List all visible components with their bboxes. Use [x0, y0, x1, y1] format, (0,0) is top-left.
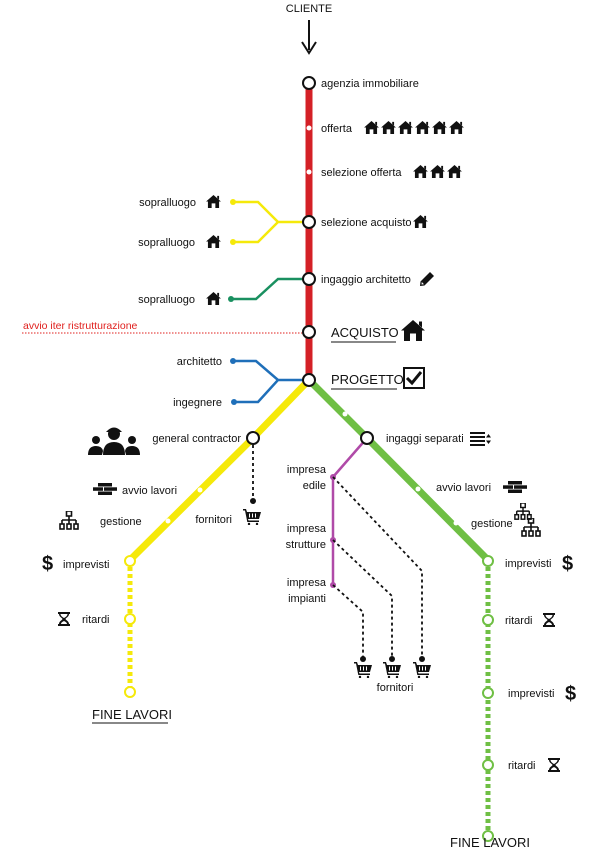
bricks-icon [503, 481, 527, 493]
people-icon [88, 427, 140, 455]
house-icon [364, 121, 464, 134]
label-general-contractor: general contractor [152, 433, 241, 445]
label-fornitori: fornitori [377, 682, 414, 694]
purple-companies-line [331, 437, 368, 585]
label-progetto: PROGETTO [331, 372, 404, 387]
label-gestione: gestione [471, 518, 513, 530]
station-ingaggi-separati[interactable] [360, 431, 374, 445]
label-avvio-lavori: avvio lavori [436, 482, 491, 494]
label-fine-lavori: FINE LAVORI [450, 835, 530, 850]
org-chart-icon [521, 518, 541, 537]
label-agenzia: agenzia immobiliare [321, 78, 419, 90]
label-ingaggi-separati: ingaggi separati [386, 433, 464, 445]
label-impresa-edile: impresa [287, 464, 327, 476]
label-imprevisti: imprevisti [505, 558, 551, 570]
dollar-icon: $ [562, 553, 573, 575]
label-acquisto: ACQUISTO [331, 325, 399, 340]
dollar-icon: $ [42, 553, 53, 575]
hourglass-icon [543, 613, 555, 627]
label-gestione: gestione [100, 516, 142, 528]
org-chart-icon [514, 503, 532, 520]
label-sopralluogo: sopralluogo [138, 294, 195, 306]
checkbox-icon [403, 367, 425, 389]
hourglass-icon [58, 612, 70, 626]
label-imprevisti: imprevisti [508, 688, 554, 700]
label-architetto: architetto [177, 356, 222, 368]
label-impresa-strutture: strutture [286, 539, 326, 551]
label-sopralluogo: sopralluogo [139, 197, 196, 209]
bricks-icon [93, 483, 117, 495]
cart-icon [243, 509, 261, 525]
supplier-dotted-lines [252, 445, 423, 658]
house-icon [206, 195, 221, 208]
teal-sopralluogo-branch [231, 277, 309, 301]
house-icon [206, 235, 221, 248]
green-end-station[interactable] [482, 830, 494, 842]
stop-selezione-offerta[interactable] [306, 169, 312, 175]
station-selezione-acquisto[interactable] [302, 215, 316, 229]
stop-offerta[interactable] [306, 125, 312, 131]
label-fine-lavori: FINE LAVORI [92, 707, 172, 722]
label-ritardi: ritardi [508, 760, 536, 772]
label-selezione-acquisto: selezione acquisto [321, 217, 412, 229]
label-ingegnere: ingegnere [173, 397, 222, 409]
label-imprevisti: imprevisti [63, 559, 109, 571]
milestone-label: avvio iter ristrutturazione [23, 320, 138, 332]
label-ritardi: ritardi [505, 615, 533, 627]
label-offerta: offerta [321, 123, 353, 135]
label-impresa-edile: edile [303, 480, 326, 492]
station-acquisto[interactable] [302, 325, 316, 339]
house-icon [401, 320, 425, 341]
pencil-icon [420, 272, 434, 286]
label-impresa-strutture: impresa [287, 523, 327, 535]
hourglass-icon [548, 758, 560, 772]
label-avvio-lavori: avvio lavori [122, 485, 177, 497]
yellow-end-station[interactable] [124, 686, 136, 698]
label-ritardi: ritardi [82, 614, 110, 626]
label-sopralluogo: sopralluogo [138, 237, 195, 249]
client-title: CLIENTE [286, 3, 332, 15]
station-general-contractor[interactable] [246, 431, 260, 445]
label-fornitori: fornitori [195, 514, 232, 526]
blue-design-branch [233, 359, 309, 404]
dollar-icon: $ [565, 683, 576, 705]
station-ingaggio-architetto[interactable] [302, 272, 316, 286]
station-progetto[interactable] [302, 373, 316, 387]
house-icon [413, 215, 428, 228]
label-impresa-impianti: impianti [288, 593, 326, 605]
cart-icon [354, 662, 431, 678]
label-ingaggio-architetto: ingaggio architetto [321, 274, 411, 286]
label-selezione-offerta: selezione offerta [321, 167, 402, 179]
house-icon [413, 165, 462, 178]
yellow-sopralluogo-branch [233, 200, 309, 244]
station-agenzia[interactable] [302, 76, 316, 90]
label-impresa-impianti: impresa [287, 577, 327, 589]
green-line-separate [306, 377, 491, 563]
org-chart-icon [59, 511, 79, 530]
house-icon [206, 292, 221, 305]
list-icon [470, 432, 491, 446]
arrow-down-icon [301, 20, 317, 55]
